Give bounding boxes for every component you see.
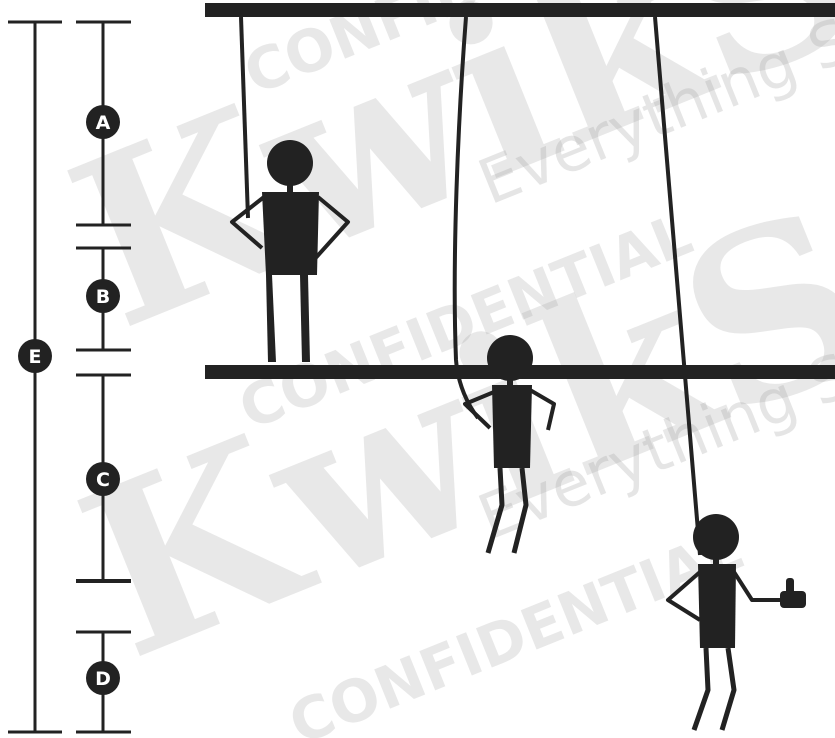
svg-text:B: B — [96, 286, 110, 308]
dimension-label-a: A — [86, 105, 120, 139]
dimension-label-c: C — [86, 462, 120, 496]
dimension-label-e: E — [18, 339, 52, 373]
anchor-beam — [205, 3, 835, 17]
svg-text:E: E — [29, 346, 42, 368]
worker-torso — [492, 385, 532, 468]
worker-head — [487, 335, 533, 381]
worker-head — [693, 514, 739, 560]
dimension-label-b: B — [86, 279, 120, 313]
worker-head — [267, 140, 313, 186]
svg-text:D: D — [95, 668, 111, 690]
worker-torso — [698, 564, 736, 648]
thumbs-up-icon — [780, 578, 806, 608]
svg-text:A: A — [96, 112, 111, 134]
svg-text:C: C — [96, 469, 110, 491]
worker-torso — [262, 192, 319, 275]
dimension-label-d: D — [86, 661, 120, 695]
